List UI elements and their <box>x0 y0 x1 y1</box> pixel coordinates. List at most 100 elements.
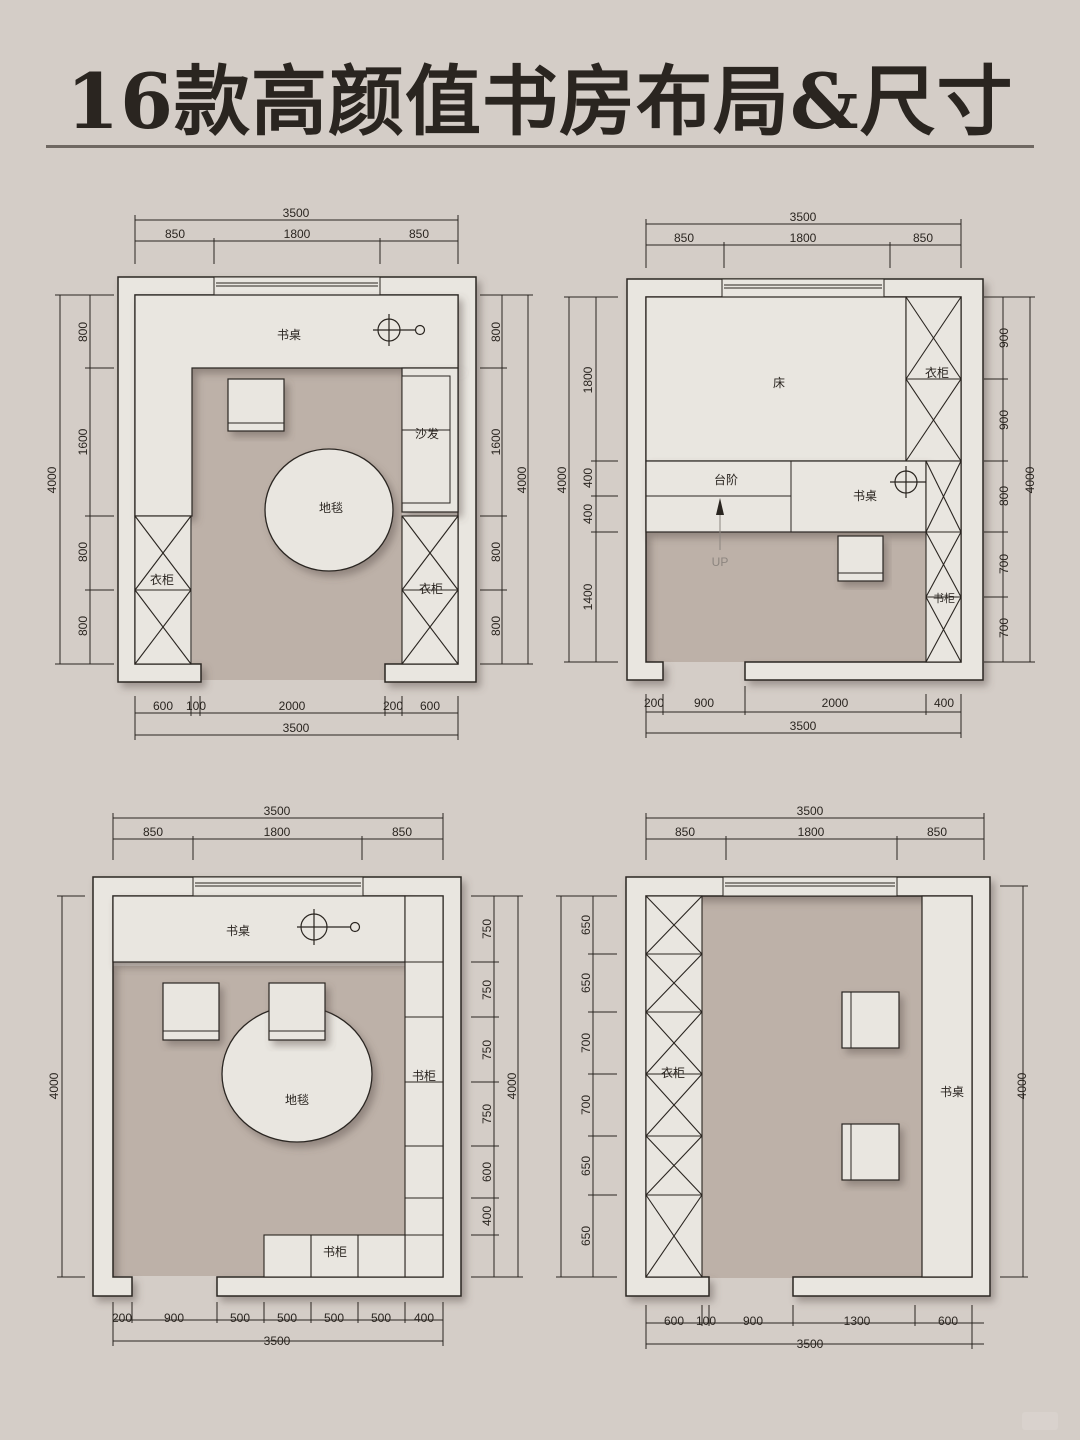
title-underline <box>46 145 1034 148</box>
dim-bottom-seg: 500 <box>230 1311 250 1325</box>
dim-left-total: 4000 <box>47 1072 61 1099</box>
floor-area <box>646 532 926 662</box>
wardrobe <box>905 296 962 462</box>
dim-top-seg: 850 <box>392 825 412 839</box>
dim-bottom-seg: 2000 <box>279 699 306 713</box>
wardrobe-right <box>401 515 459 665</box>
bed-label: 床 <box>773 376 785 390</box>
dim-bottom-total: 3500 <box>790 719 817 733</box>
dim-right-seg: 800 <box>997 486 1011 506</box>
dim-top-seg: 1800 <box>798 825 825 839</box>
rug <box>264 448 394 572</box>
dim-top-total: 3500 <box>790 210 817 224</box>
sofa <box>401 367 459 513</box>
lamp-icon <box>373 314 426 346</box>
dim-bottom-seg: 1300 <box>844 1314 871 1328</box>
dim-top-seg: 850 <box>143 825 163 839</box>
dimension-lines <box>55 215 533 740</box>
wardrobe-label: 衣柜 <box>661 1065 685 1080</box>
dim-top-seg: 850 <box>409 227 429 241</box>
dim-top-total: 3500 <box>797 804 824 818</box>
dim-bottom-seg: 400 <box>414 1311 434 1325</box>
dim-bottom-seg: 900 <box>694 696 714 710</box>
dim-right-total: 4000 <box>505 1072 519 1099</box>
chair <box>837 535 884 582</box>
dim-left-seg: 1400 <box>581 583 595 610</box>
wardrobe-right-label: 衣柜 <box>419 581 443 596</box>
bookcase-bottom-label: 书柜 <box>323 1245 347 1259</box>
dim-right-seg: 700 <box>997 618 1011 638</box>
wardrobe-left-label: 衣柜 <box>150 572 174 587</box>
dim-right-seg: 750 <box>480 1104 494 1124</box>
dim-right-total: 4000 <box>1015 1072 1029 1099</box>
sofa-label: 沙发 <box>415 426 439 441</box>
dim-bottom-seg: 600 <box>153 699 173 713</box>
rug-label: 地毯 <box>319 501 343 515</box>
plan-3: 书桌 书柜 书柜 地毯 <box>47 804 523 1348</box>
dim-top-seg: 1800 <box>264 825 291 839</box>
desk-label: 书桌 <box>226 924 250 938</box>
dim-bottom-seg: 200 <box>112 1311 132 1325</box>
bookcase-label: 书柜 <box>933 592 955 605</box>
dim-bottom-seg: 100 <box>186 699 206 713</box>
dim-left-seg: 800 <box>76 616 90 636</box>
dim-right-seg: 900 <box>997 410 1011 430</box>
dim-bottom-seg: 900 <box>164 1311 184 1325</box>
dim-top-seg: 850 <box>675 825 695 839</box>
dim-bottom-seg: 900 <box>743 1314 763 1328</box>
dim-bottom-seg: 600 <box>420 699 440 713</box>
dim-left-seg: 650 <box>579 915 593 935</box>
dim-bottom-total: 3500 <box>797 1337 824 1351</box>
dim-top-seg: 1800 <box>284 227 311 241</box>
dim-right-seg: 1600 <box>489 428 503 455</box>
lamp-icon <box>890 466 927 498</box>
chair <box>162 982 220 1041</box>
plan-4: 衣柜 书桌 3500 850 1800 850 600 <box>556 804 1029 1351</box>
dim-bottom-seg: 600 <box>938 1314 958 1328</box>
dim-right-seg: 400 <box>480 1206 494 1226</box>
dimension-lines <box>57 813 523 1346</box>
dim-bottom-seg: 500 <box>371 1311 391 1325</box>
dim-bottom-seg: 500 <box>324 1311 344 1325</box>
desk <box>112 895 406 963</box>
dim-bottom-seg: 200 <box>383 699 403 713</box>
dim-right-seg: 800 <box>489 322 503 342</box>
dim-left-seg: 400 <box>581 468 595 488</box>
dim-right-seg: 900 <box>997 328 1011 348</box>
dim-left-seg: 650 <box>579 973 593 993</box>
chair <box>841 991 900 1049</box>
dim-left-seg: 800 <box>76 542 90 562</box>
watermark <box>1022 1412 1058 1430</box>
bookcase-bottom <box>263 1234 406 1278</box>
chair <box>268 982 326 1041</box>
dim-top-seg: 850 <box>913 231 933 245</box>
bookcase-right <box>404 895 444 1278</box>
dim-left-seg: 650 <box>579 1156 593 1176</box>
dim-bottom-seg: 500 <box>277 1311 297 1325</box>
dim-left-total: 4000 <box>555 466 569 493</box>
dim-bottom-total: 3500 <box>283 721 310 735</box>
dim-bottom-total: 3500 <box>264 1334 291 1348</box>
dim-left-seg: 700 <box>579 1095 593 1115</box>
dim-bottom-seg: 600 <box>664 1314 684 1328</box>
dim-right-seg: 700 <box>997 554 1011 574</box>
dim-right-total: 4000 <box>1023 466 1037 493</box>
dim-right-seg: 750 <box>480 919 494 939</box>
page-title: 16款高颜值书房布局&尺寸 <box>66 57 1014 146</box>
dim-top-seg: 850 <box>674 231 694 245</box>
wardrobe-left <box>134 515 192 665</box>
step-label: 台阶 <box>714 472 738 487</box>
bed <box>645 296 907 462</box>
dim-right-seg: 750 <box>480 980 494 1000</box>
plan-1: 书桌 沙发 地毯 衣柜 衣柜 <box>45 206 533 740</box>
dim-right-seg: 800 <box>489 616 503 636</box>
dim-bottom-seg: 100 <box>696 1314 716 1328</box>
dim-top-seg: 850 <box>927 825 947 839</box>
chair <box>841 1123 900 1181</box>
dimension-lines <box>564 219 1035 738</box>
dim-right-seg: 600 <box>480 1162 494 1182</box>
dim-left-seg: 800 <box>76 322 90 342</box>
dim-right-seg: 750 <box>480 1040 494 1060</box>
dim-left-seg: 1800 <box>581 366 595 393</box>
